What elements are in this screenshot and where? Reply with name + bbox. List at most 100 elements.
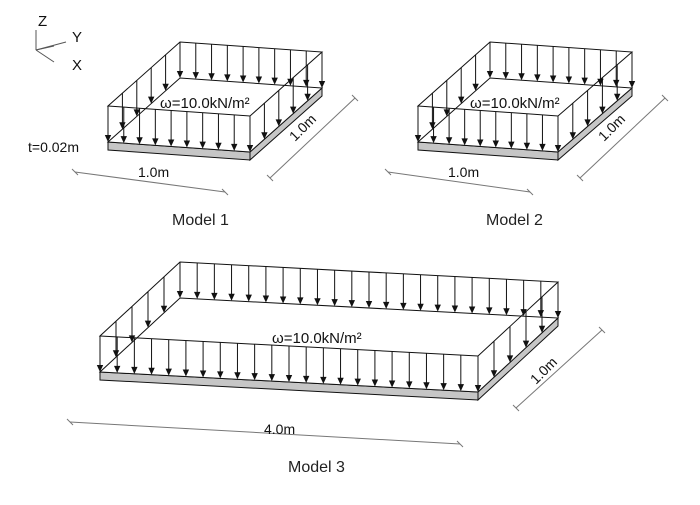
model-1-load-arrow-11-head	[275, 119, 282, 127]
model-2-load-arrow-3-head	[461, 138, 468, 146]
model-3-load-arrow-3-head	[148, 367, 155, 375]
model-1-load-arrow-3-head	[152, 138, 159, 146]
model-1-load-arrow-18-head	[255, 76, 263, 84]
model-1-depth-dimension	[269, 97, 356, 179]
model-3-load-arrow-18-head	[406, 381, 413, 389]
model-1-load-arrow-23-head	[176, 71, 184, 78]
model-2-load-arrow-9-head	[554, 145, 562, 152]
model-2-load-arrow-22-head	[502, 72, 509, 80]
model-1-load-arrow-17-head	[271, 77, 278, 85]
axis-y-label: Y	[72, 29, 82, 46]
model-2-load-arrow-26-head	[443, 109, 450, 117]
model-2-depth-dimension	[579, 97, 666, 179]
model-3-load-arrow-6-head	[199, 370, 207, 378]
model-2-load-arrow-6-head	[508, 141, 515, 149]
model-3-load-arrow-44-head	[262, 295, 270, 303]
model-2-load-arrow-5-head	[492, 140, 499, 148]
model-3-drawing	[66, 261, 606, 448]
model-3-depth-label: 1.0m	[527, 354, 560, 387]
model-1-load-arrow-19-head	[239, 75, 247, 83]
model-2-load-arrow-24-head	[472, 83, 479, 91]
model-3-load-arrow-0-head	[96, 365, 104, 372]
model-2-load-arrow-18-head	[565, 76, 573, 84]
model-2-load-arrow-25-head	[458, 96, 465, 104]
model-2-dimension-tick-1-0	[576, 174, 584, 182]
model-1-load-arrow-20-head	[224, 74, 231, 82]
model-1-drawing	[71, 41, 359, 196]
model-3-load-arrow-10-head	[268, 374, 276, 382]
model-3-load-arrow-39-head	[348, 300, 356, 308]
model-3-load-arrow-38-head	[365, 301, 373, 308]
model-1-load-arrow-24-head	[162, 83, 169, 91]
model-2-load-arrow-23-head	[486, 71, 494, 78]
model-1-dimension-tick-0-1	[221, 188, 229, 196]
model-3-load-arrow-4-head	[165, 368, 172, 376]
axis-z-label: Z	[38, 13, 47, 30]
model-1-load-arrow-12-head	[290, 106, 297, 114]
model-3-load-arrow-53-head	[112, 350, 120, 358]
model-2-load-arrow-11-head	[584, 119, 591, 127]
model-3-load-arrow-48-head	[193, 291, 201, 299]
model-3-load-arrow-1-head	[113, 365, 121, 373]
model-3-load-arrow-47-head	[211, 292, 218, 300]
model-3-load-arrow-43-head	[279, 296, 287, 304]
model-3-load-label: ω=10.0kN/m²	[272, 330, 362, 347]
model-2-load-arrow-14-head	[628, 81, 636, 88]
model-1-dimension-tick-1-1	[351, 94, 359, 102]
model-3-load-arrow-20-head	[440, 383, 447, 391]
model-3-load-arrow-16-head	[371, 379, 379, 387]
model-3-width-label: 4.0m	[264, 421, 295, 437]
model-3-load-arrow-14-head	[337, 377, 344, 385]
model-3-load-arrow-28-head	[537, 310, 545, 318]
model-3-load-arrow-35-head	[417, 303, 424, 311]
model-3-load-arrow-37-head	[382, 301, 390, 309]
model-1-load-arrow-16-head	[287, 78, 294, 86]
model-1-width-dimension	[74, 171, 226, 193]
model-1-load-arrow-27-head	[119, 122, 126, 130]
model-2-load-arrow-17-head	[581, 77, 588, 85]
model-3-load-arrow-5-head	[182, 369, 190, 377]
model-1-load-arrow-21-head	[208, 73, 215, 81]
model-2-load-arrow-8-head	[539, 143, 546, 151]
model-2-load-arrow-2-head	[445, 137, 453, 145]
model-3-load-arrow-30-head	[503, 308, 510, 316]
model-2-dimension-tick-1-1	[661, 94, 669, 102]
model-2-dimension-tick-0-0	[384, 168, 392, 176]
model-3-load-arrow-21-head	[457, 384, 465, 392]
model-3-load-arrow-49-head	[176, 291, 184, 298]
model-3-load-arrow-51-head	[144, 320, 152, 328]
model-2-load-arrow-7-head	[523, 142, 531, 150]
model-2-width-label: 1.0m	[448, 164, 479, 180]
model-3-load-arrow-45-head	[245, 294, 252, 302]
model-1-dimension-tick-1-0	[266, 174, 274, 182]
model-2-caption: Model 2	[486, 212, 543, 229]
model-3-load-arrow-41-head	[314, 298, 321, 306]
model-1-load-outline	[106, 41, 324, 117]
model-3-load-arrow-17-head	[388, 380, 396, 388]
model-1-load-arrow-4-head	[167, 139, 175, 147]
model-3-load-outline	[98, 261, 560, 357]
model-3-load-arrow-12-head	[302, 375, 310, 383]
model-2-width-dimension	[387, 171, 531, 193]
model-3-load-arrow-19-head	[423, 382, 430, 390]
model-2-load-arrow-15-head	[613, 79, 620, 87]
model-2-load-arrow-12-head	[599, 106, 606, 114]
model-2-load-label: ω=10.0kN/m²	[470, 95, 560, 112]
model-1-load-arrow-10-head	[261, 132, 268, 140]
model-1-load-arrow-1-head	[120, 136, 127, 144]
model-3-dimension-tick-1-1	[598, 326, 606, 334]
model-3-load-arrow-26-head	[538, 325, 546, 333]
model-1-load-arrow-0-head	[104, 135, 112, 142]
model-1-load-arrow-22-head	[192, 72, 199, 80]
model-3-load-arrow-42-head	[297, 297, 304, 305]
model-3-width-dimension	[69, 421, 461, 445]
model-3-load-arrow-31-head	[486, 307, 493, 315]
model-3-load-arrow-34-head	[434, 304, 441, 312]
model-1-load-arrow-14-head	[318, 81, 326, 88]
model-3-load-arrow-24-head	[506, 355, 514, 363]
model-3-load-arrow-7-head	[217, 371, 224, 379]
model-2-load-arrow-13-head	[614, 93, 621, 101]
model-3-load-arrow-23-head	[490, 370, 498, 378]
models-layer	[66, 41, 669, 448]
